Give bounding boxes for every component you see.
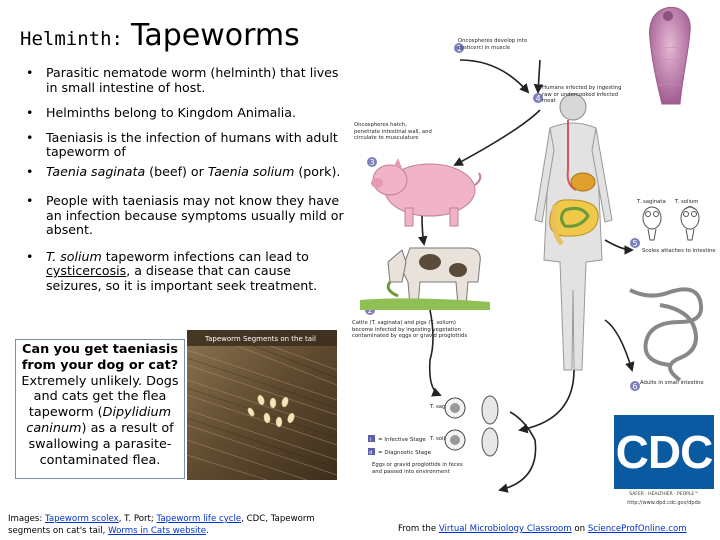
credits-text: . [206,526,209,536]
bullet-marker: • [26,105,34,120]
tapeworm-scolex-link[interactable]: Tapeworm scolex [45,514,119,524]
faq-answer-italic: Dipylidium caninum [26,405,172,436]
title-prefix: Helminth: [20,28,123,50]
egg-diagrams [444,395,499,457]
pig-image [371,158,482,227]
life-cycle-svg: 1 4 3 5 2 6 Oncospheres develop into cys… [352,0,720,493]
tapeworm-life-cycle-link[interactable]: Tapeworm life cycle [156,514,242,524]
label-saginata: T. saginata [636,199,666,205]
bullet-italic: Taenia saginata [46,163,146,179]
image-credits: Images: Tapeworm scolex, T. Port; Tapewo… [8,513,338,537]
virtual-microbiology-link[interactable]: Virtual Microbiology Classroom [438,524,572,534]
credits-prefix: Images: [8,514,46,524]
legend-d: d [369,450,373,456]
life-cycle-diagram: 1 4 3 5 2 6 Oncospheres develop into cys… [350,0,720,520]
cdc-logo-box: CDC SAFER · HEALTHIER · PEOPLE™ http://w… [610,400,718,510]
bullet-list: • Parasitic nematode worm (helminth) tha… [26,65,346,294]
step-number: 5 [632,239,637,248]
worms-in-cats-link[interactable]: Worms in Cats website [108,526,207,536]
eggs-label: Eggs or gravid proglottids in feces and … [372,462,463,475]
step4-label: Humans infected by ingesting raw or unde… [542,85,621,104]
bullet-marker: • [26,163,34,179]
step3-label: Oncospheres hatch, penetrate intestinal … [354,122,432,141]
bullet-italic: T. solium [46,248,102,264]
bullet-italic: Taenia solium [207,163,295,179]
step-number: 1 [456,44,461,53]
step-number: 4 [535,94,540,103]
bullet-text: (pork). [294,163,341,179]
human-figure [534,93,613,371]
cow-image [360,247,490,310]
step-number: 3 [369,158,374,167]
credits-text: , CDC, Tapeworm segments on cat's tail, [8,514,315,536]
source-footer: From the Virtual Microbiology Classroom … [398,524,687,534]
bullet-text: , a disease that can cause seizures, so … [46,263,318,293]
label-solium: T. solium [674,199,698,205]
bullet-text: (beef) or [145,163,208,179]
stage-legend: i = Infective Stage d = Diagnostic Stage [368,435,432,456]
scolex-diagrams [642,206,700,241]
cdc-logo: CDC [614,415,714,489]
bullet-item: • People with taeniasis may not know the… [26,193,346,238]
bullet-marker: • [26,248,34,264]
footer-prefix: From the [398,524,439,534]
step-number: 6 [632,382,637,391]
step-number: 2 [367,306,372,315]
bullet-text: Taeniasis is the infection of humans wit… [46,129,338,159]
legend-infective: = Infective Stage [378,437,426,443]
credits-text: , T. Port; [118,514,157,524]
adult-worm-diagrams [629,287,703,382]
label-saginata-egg: T. saginata [429,404,459,410]
step6-label: Adults in small intestine [640,380,704,386]
bullet-text: People with taeniasis may not know they … [46,193,344,237]
step5-label: Scolex attaches to intestine [642,248,716,254]
cat-tail-image: Tapeworm Segments on the tail [187,330,337,480]
footer-text: on [571,524,588,534]
scienceprofonline-link[interactable]: ScienceProfOnline.com [587,524,687,534]
bullet-item: • T. solium tapeworm infections can lead… [26,248,346,294]
photo-caption: Tapeworm Segments on the tail [204,335,316,343]
bullet-marker: • [26,129,34,145]
faq-answer: ) as a result of swallowing a parasite-c… [28,420,174,468]
bullet-text: tapeworm infections can lead to [101,248,309,264]
cat-tail-photo: Tapeworm Segments on the tail [187,330,337,480]
cycle-arrows [418,59,635,493]
faq-answer: Extremely unlikely. Dogs and cats get th… [21,373,179,421]
legend-i: i [370,437,372,443]
slide-title: Helminth: Tapeworms [20,18,300,53]
bullet-item: • Parasitic nematode worm (helminth) tha… [26,65,346,95]
step2-label: Cattle (T. saginata) and pigs (T. solium… [352,320,467,339]
label-solium-egg: T. solium [429,436,453,442]
bullet-text: Helminths belong to Kingdom Animalia. [46,105,297,120]
bullet-item: • Taeniasis is the infection of humans w… [26,129,346,160]
bullet-item: • Helminths belong to Kingdom Animalia. [26,105,346,121]
faq-box: Can you get taeniasis from your dog or c… [15,339,185,479]
legend-diagnostic: = Diagnostic Stage [378,450,432,456]
bullet-item: • Taenia saginata (beef) or Taenia soliu… [26,163,346,180]
bullet-text: Parasitic nematode worm (helminth) that … [46,65,339,95]
bullet-marker: • [26,65,34,80]
bullet-marker: • [26,193,34,208]
cdc-tagline: SAFER · HEALTHIER · PEOPLE™ [629,492,699,497]
cysticercosis-link[interactable]: cysticercosis [46,263,127,278]
title-main: Tapeworms [130,18,300,53]
scolex-image [618,0,720,105]
cdc-url: http://www.dpd.cdc.gov/dpdx [627,500,701,506]
faq-question: Can you get taeniasis from your dog or c… [21,342,179,373]
step1-label: Oncospheres develop into cysticerci in m… [458,38,527,51]
